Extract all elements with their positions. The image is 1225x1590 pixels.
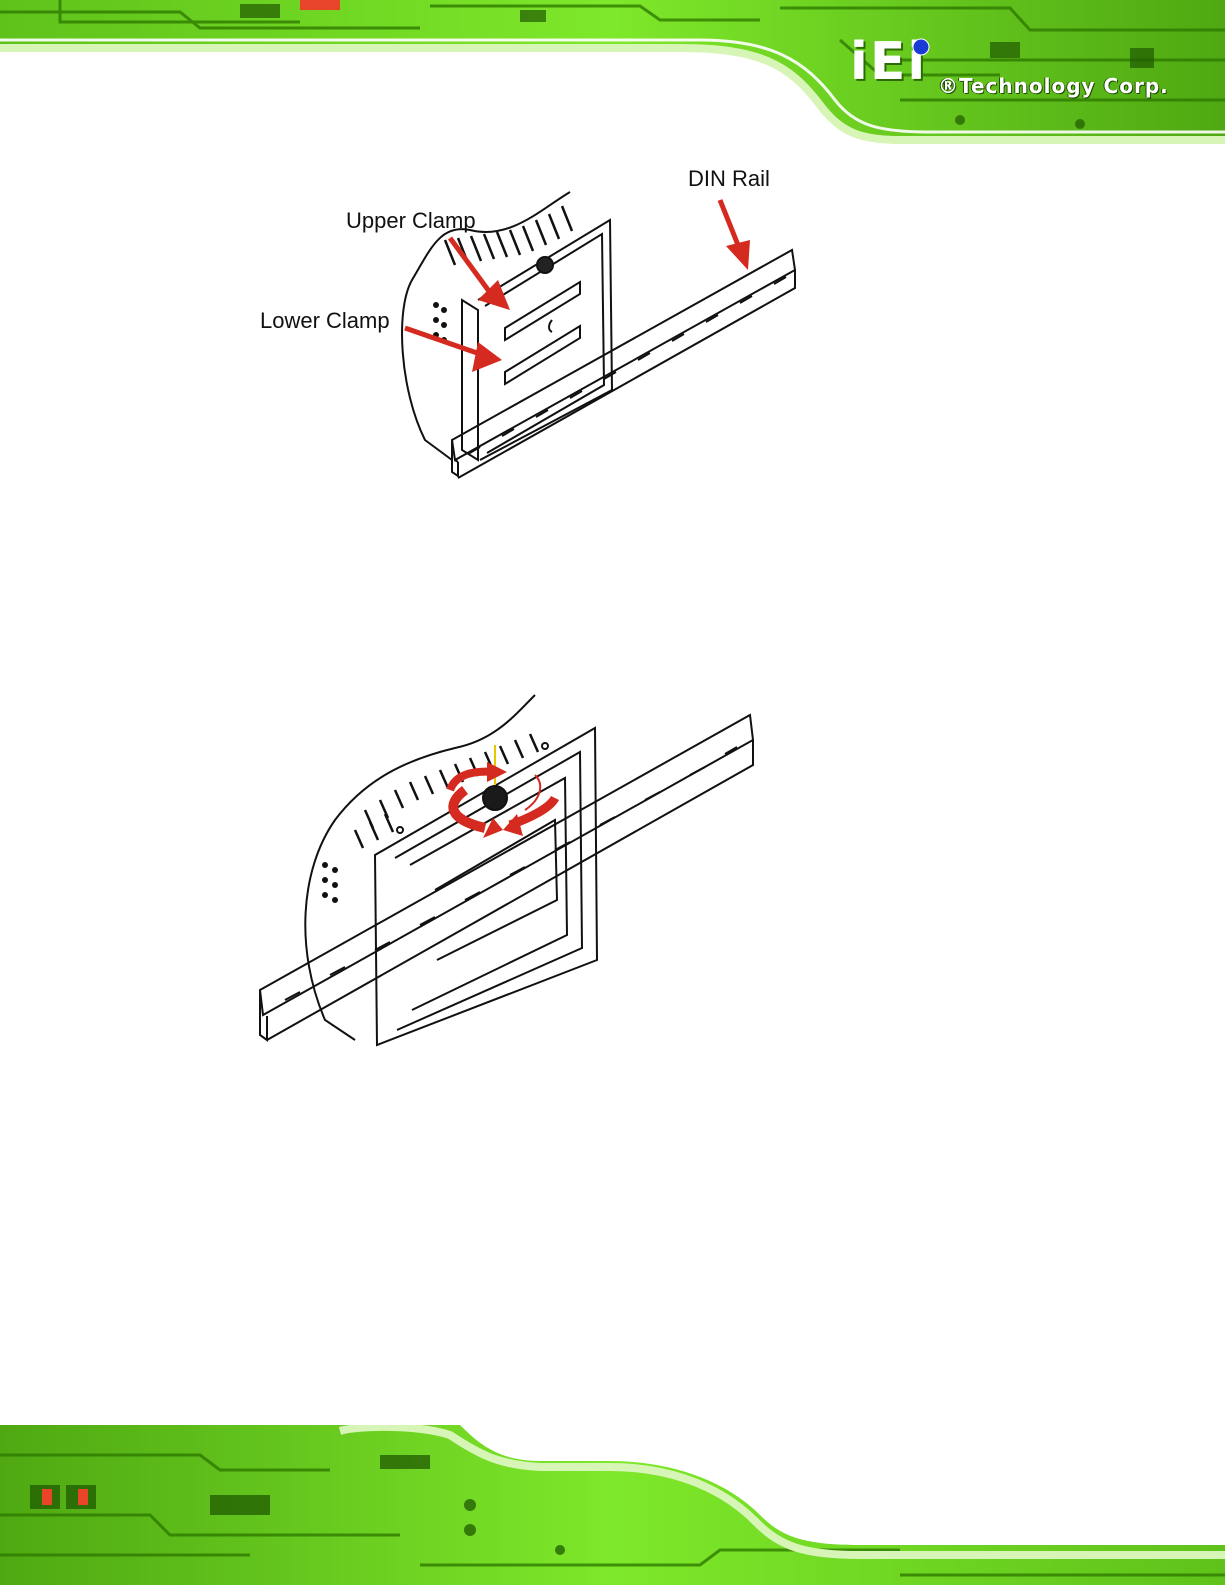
label-lower-clamp: Lower Clamp xyxy=(260,308,390,334)
footer-circuit-board-banner xyxy=(0,1425,1225,1585)
brand-name: ®Technology Corp. xyxy=(938,74,1169,98)
header-circuit-board-banner xyxy=(0,0,1225,145)
label-upper-clamp: Upper Clamp xyxy=(346,208,476,234)
figure-din-rail-alignment: DIN Rail Upper Clamp Lower Clamp xyxy=(240,160,820,490)
din-rail-secure-drawing xyxy=(255,690,775,1060)
logo-dot-icon xyxy=(912,38,930,56)
page-header: iEi ®Technology Corp. xyxy=(0,0,1225,145)
label-din-rail: DIN Rail xyxy=(688,166,770,192)
figure-din-rail-secure-screw xyxy=(255,690,775,1060)
page-footer xyxy=(0,1425,1225,1585)
